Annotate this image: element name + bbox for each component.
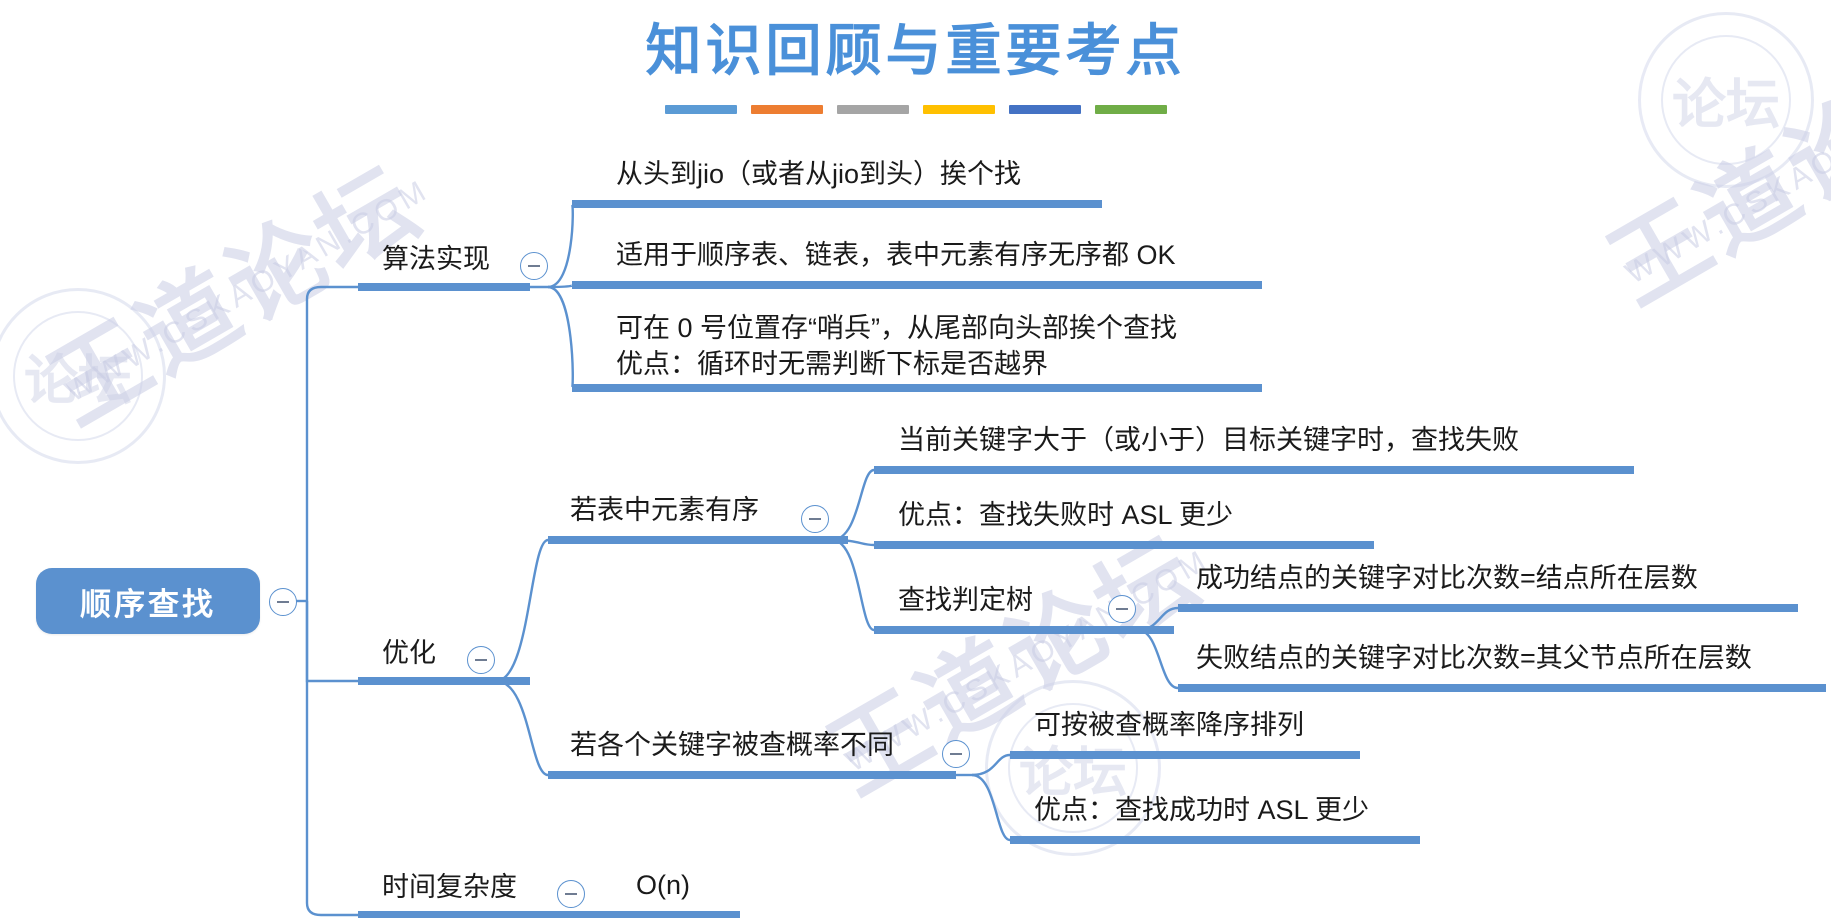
root-collapse-icon[interactable]	[269, 588, 297, 616]
mindmap-leaf-label[interactable]: 适用于顺序表、链表，表中元素有序无序都 OK	[616, 240, 1176, 270]
mindmap-branch-label[interactable]: 优化	[382, 638, 436, 668]
accent-bar-blue	[664, 105, 737, 114]
mindmap-leaf-label[interactable]: O(n)	[636, 870, 690, 900]
subbranch-collapse-icon[interactable]	[801, 505, 829, 533]
mindmap-subbranch-label[interactable]: 若各个关键字被查概率不同	[570, 730, 894, 760]
mindmap-subbranch-label[interactable]: 若表中元素有序	[570, 495, 759, 525]
accent-bar-orange	[750, 105, 823, 114]
subbranch-collapse-icon[interactable]	[1108, 595, 1136, 623]
mindmap-leaf-label[interactable]: 成功结点的关键字对比次数=结点所在层数	[1196, 563, 1698, 593]
slide-header: 知识回顾与重要考点	[0, 0, 1831, 114]
mindmap-leaf-label[interactable]: 可在 0 号位置存“哨兵”，从尾部向头部挨个查找 优点：循环时无需判断下标是否越…	[616, 313, 1178, 380]
mindmap-branch-label[interactable]: 时间复杂度	[382, 872, 517, 902]
branch-collapse-icon[interactable]	[557, 880, 585, 908]
accent-bar-green	[1094, 105, 1167, 114]
accent-bar-row	[0, 105, 1831, 114]
mindmap-root-node[interactable]: 顺序查找	[36, 568, 260, 634]
subbranch-collapse-icon[interactable]	[942, 740, 970, 768]
accent-bar-yellow	[922, 105, 995, 114]
mindmap-branch-label[interactable]: 算法实现	[382, 244, 490, 274]
branch-collapse-icon[interactable]	[520, 252, 548, 280]
accent-bar-gray	[836, 105, 909, 114]
mindmap-leaf-label[interactable]: 可按被查概率降序排列	[1034, 710, 1304, 740]
mindmap-leaf-label[interactable]: 优点：查找成功时 ASL 更少	[1034, 795, 1370, 825]
accent-bar-indigo	[1008, 105, 1081, 114]
branch-collapse-icon[interactable]	[467, 646, 495, 674]
mindmap-leaf-label[interactable]: 失败结点的关键字对比次数=其父节点所在层数	[1196, 643, 1752, 673]
mindmap-leaf-label[interactable]: 从头到jio（或者从jio到头）挨个找	[616, 159, 1022, 189]
mindmap-subbranch-label[interactable]: 查找判定树	[898, 585, 1033, 615]
page-title: 知识回顾与重要考点	[645, 19, 1186, 82]
mindmap-leaf-label[interactable]: 优点：查找失败时 ASL 更少	[898, 500, 1234, 530]
mindmap-leaf-label[interactable]: 当前关键字大于（或小于）目标关键字时，查找失败	[898, 425, 1519, 455]
